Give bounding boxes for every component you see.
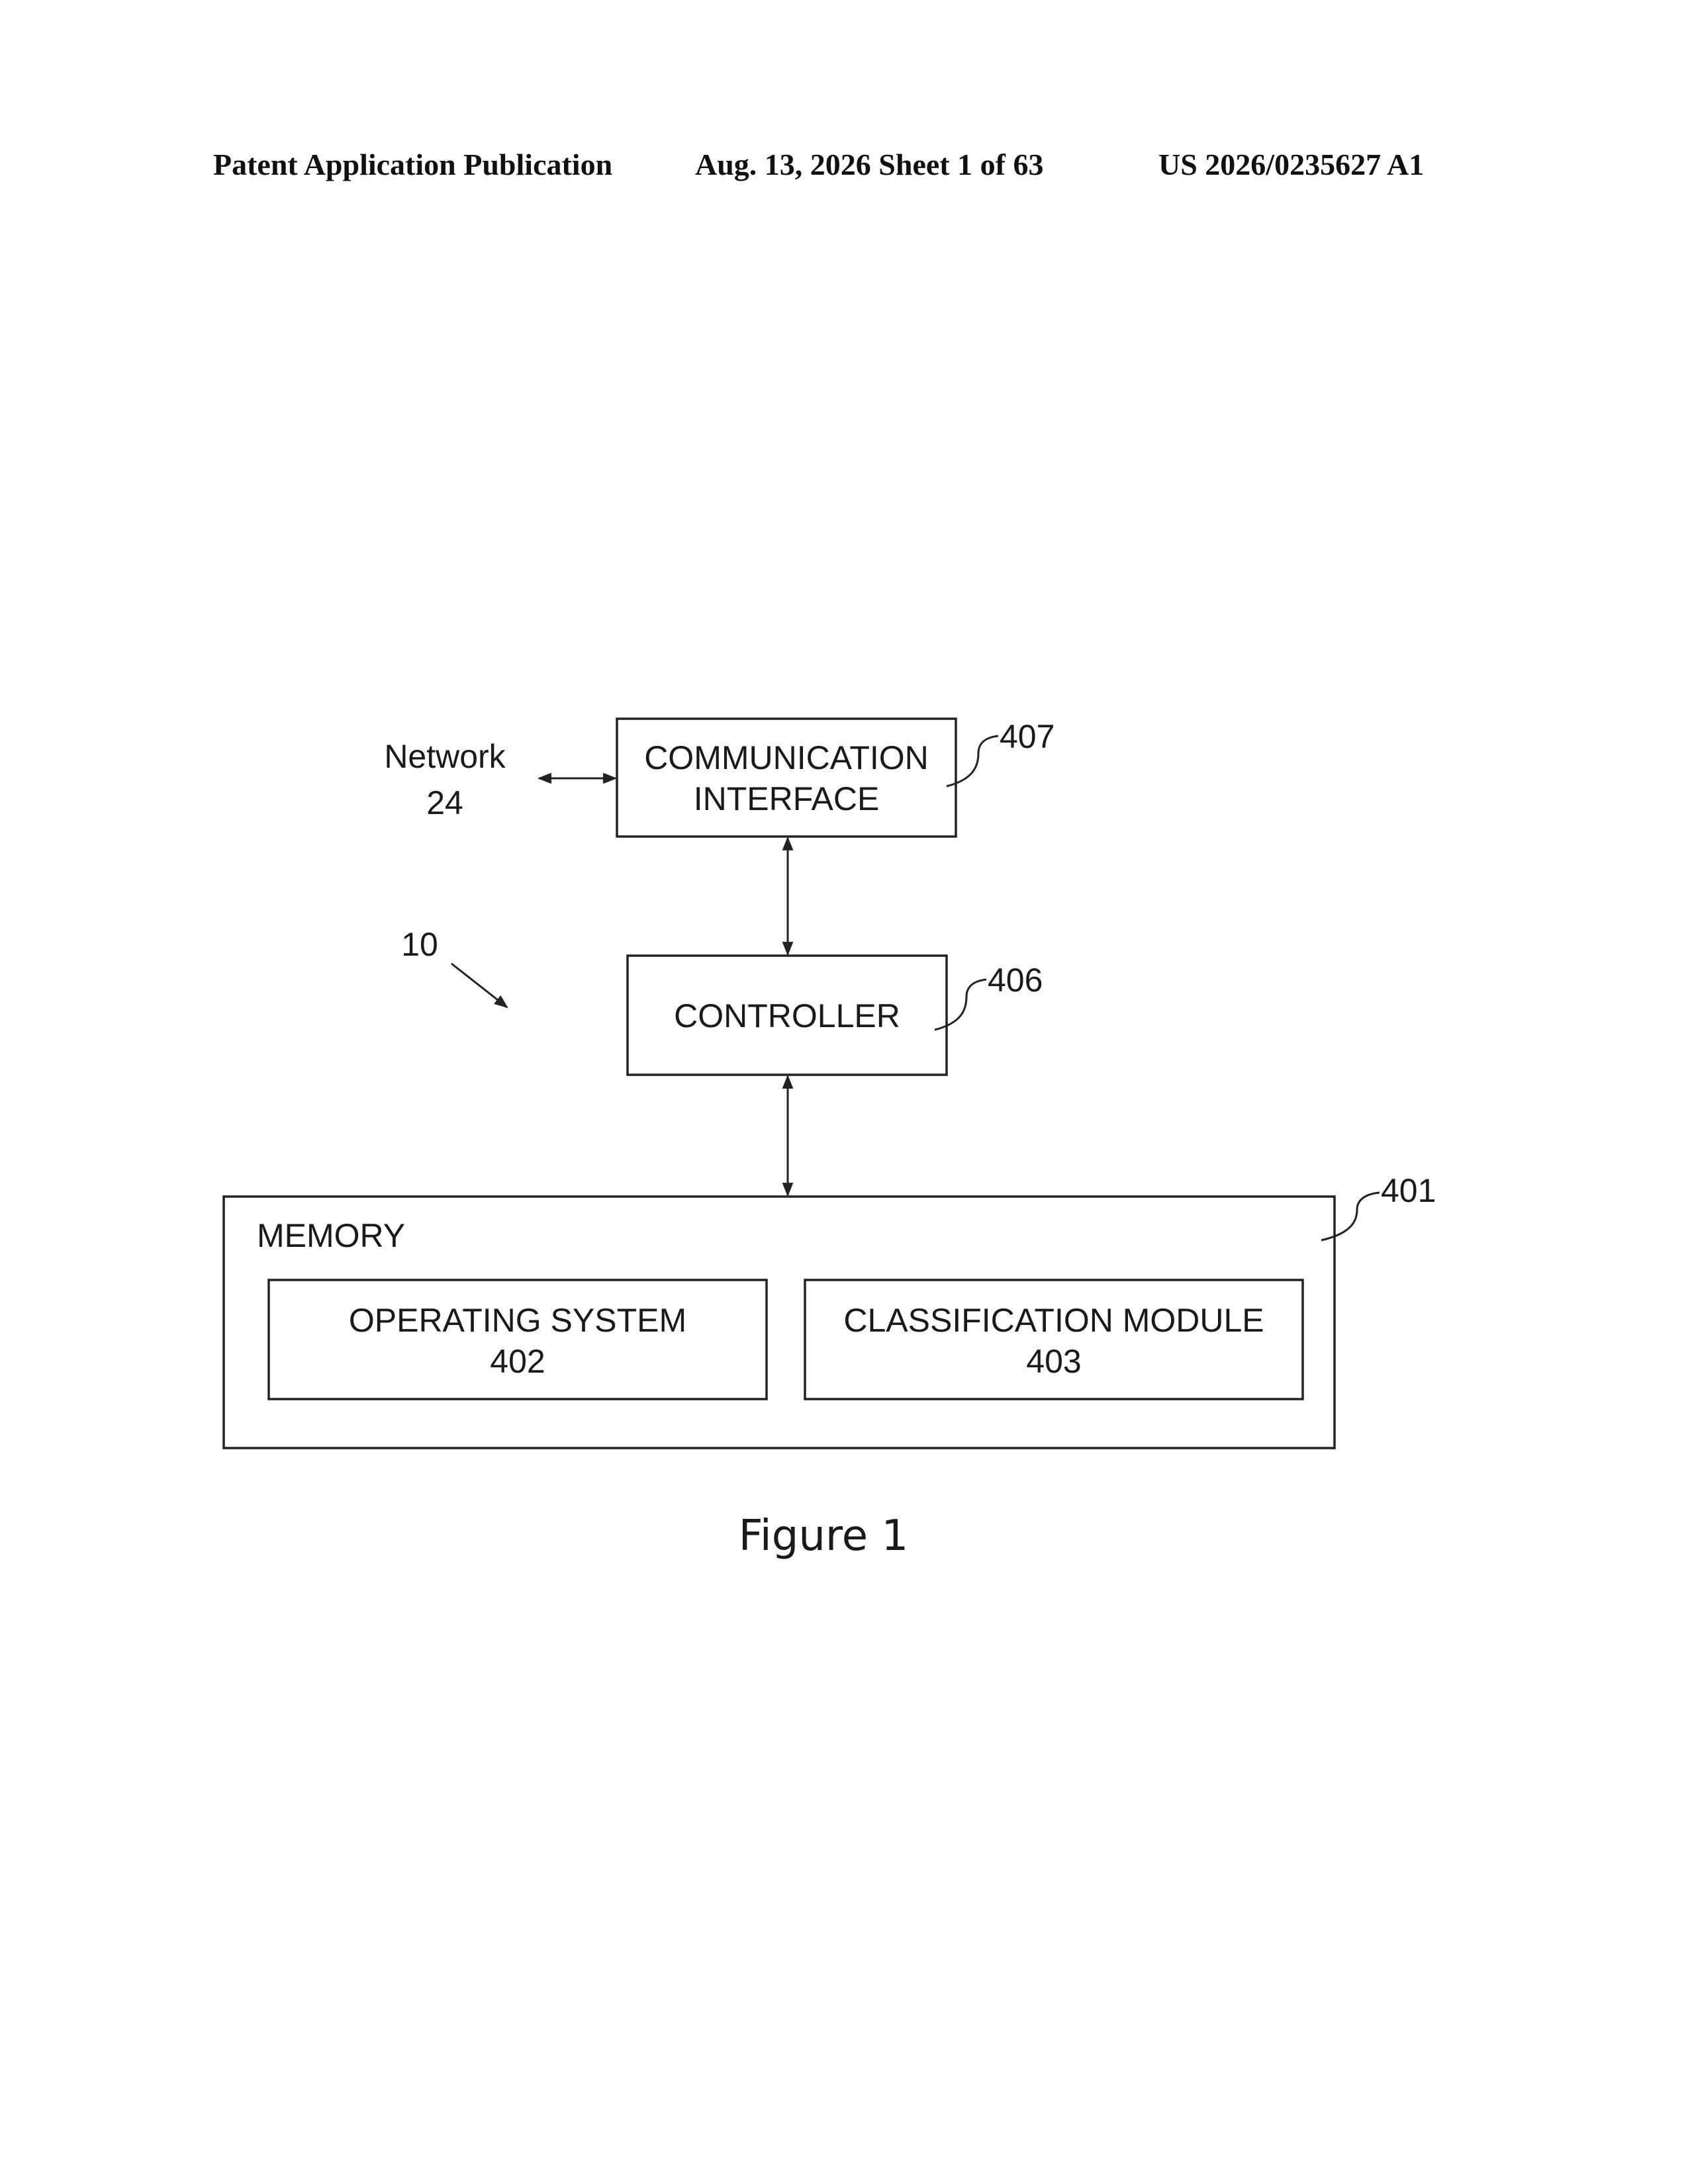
controller-ref: 406 <box>988 962 1043 999</box>
memory-leader-line <box>1321 1193 1380 1240</box>
system-ref: 10 <box>401 926 438 963</box>
memory-label: MEMORY <box>257 1217 405 1254</box>
operating-system-box <box>269 1280 767 1399</box>
controller-label: CONTROLLER <box>674 997 900 1034</box>
network-ref: 24 <box>426 784 463 821</box>
operating-system-ref: 402 <box>490 1343 545 1380</box>
communication-interface-box <box>617 719 956 837</box>
communication-interface-ref: 407 <box>1000 718 1055 755</box>
communication-interface-leader-line <box>947 736 998 786</box>
communication-interface-label-line2: INTERFACE <box>694 780 880 817</box>
classification-module-box <box>805 1280 1303 1399</box>
figure-caption: Figure 1 <box>739 1512 908 1561</box>
classification-module-ref: 403 <box>1026 1343 1081 1380</box>
system-ref-arrow <box>451 964 507 1007</box>
controller-leader-line <box>935 979 986 1030</box>
classification-module-label: CLASSIFICATION MODULE <box>843 1302 1264 1339</box>
network-label: Network <box>384 738 506 775</box>
communication-interface-label-line1: COMMUNICATION <box>644 739 929 776</box>
memory-ref: 401 <box>1381 1172 1436 1209</box>
operating-system-label: OPERATING SYSTEM <box>349 1302 686 1339</box>
